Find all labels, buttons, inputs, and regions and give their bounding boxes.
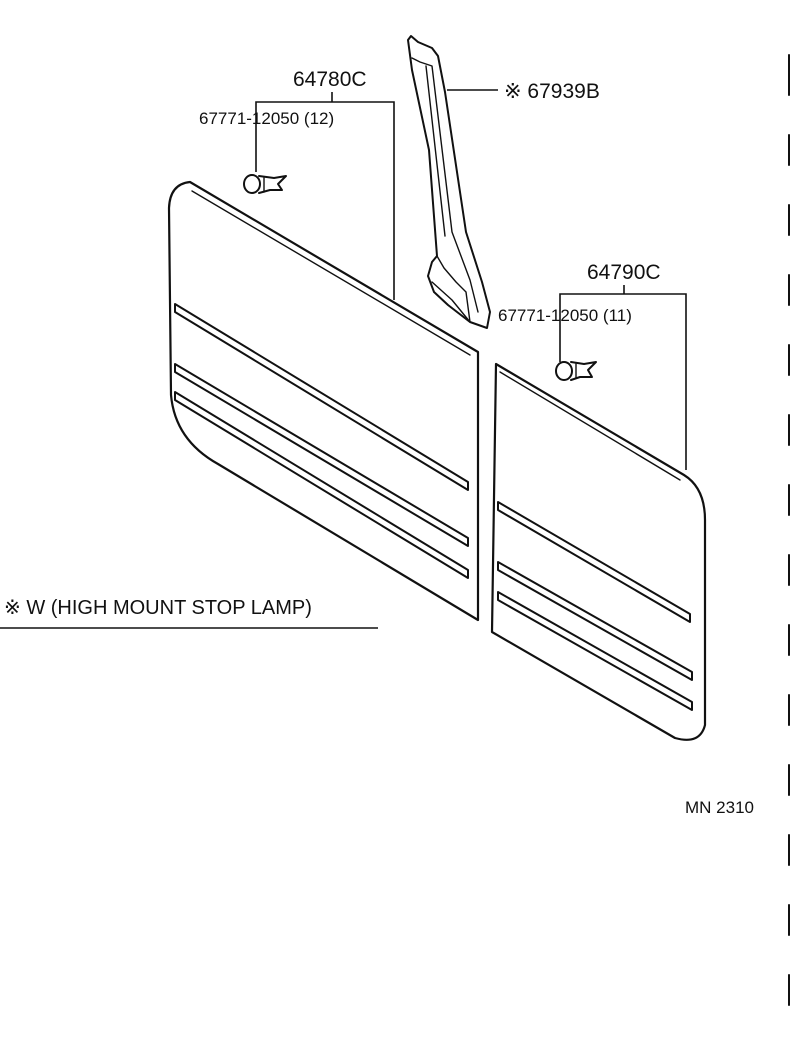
diagram-id: MN 2310 [685,798,754,817]
right-clip-part-number: 67771-12050 (11) [498,306,632,325]
left-door-panel [167,180,480,622]
high-mount-stop-lamp-note: ※ W (HIGH MOUNT STOP LAMP) [4,597,312,619]
left-panel-moulding-strips [174,303,469,579]
pillar-trim-part-number: ※ 67939B [504,80,600,103]
leader-lines [0,89,687,629]
left-panel-part-number: 64780C [293,68,367,91]
right-panel-moulding-strips [497,501,693,711]
right-panel-part-number: 64790C [587,261,661,284]
left-clip-part-number: 67771-12050 (12) [199,109,334,128]
pillar-trim [407,35,491,329]
right-door-panel [490,362,707,741]
left-clip-icon [243,174,287,194]
right-clip-icon [555,361,597,381]
